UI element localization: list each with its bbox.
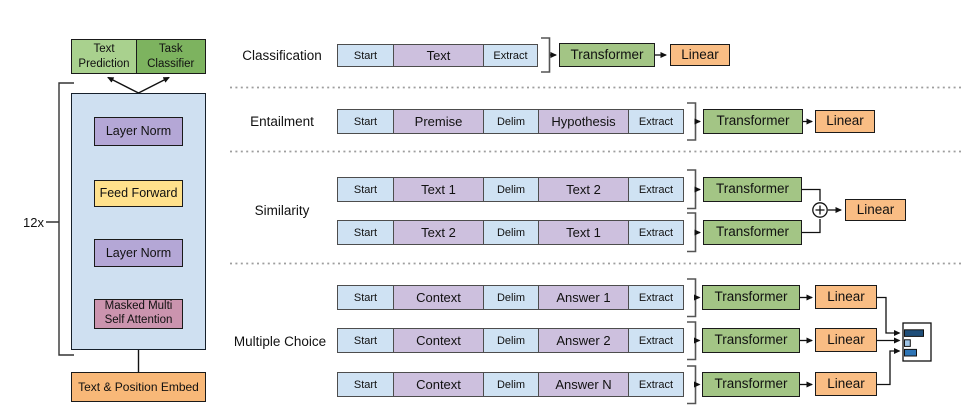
token-answerN: Answer N (538, 372, 629, 397)
linear-box: Linear (815, 110, 875, 133)
token-delim: Delim (483, 109, 539, 134)
similarity-sum-icon (812, 202, 828, 218)
text-prediction-box: Text Prediction (71, 39, 137, 74)
token-start: Start (337, 44, 394, 67)
multiple-choice-token-row-1: Start Context Delim Answer 1 Extract (337, 285, 684, 310)
token-text2: Text 2 (393, 220, 484, 245)
linear-box: Linear (670, 44, 730, 66)
probability-bars-icon (902, 322, 932, 362)
token-hypothesis: Hypothesis (538, 109, 629, 134)
transformer-box: Transformer (703, 109, 803, 134)
token-text2: Text 2 (538, 177, 629, 202)
similarity-token-row-2: Start Text 2 Delim Text 1 Extract (337, 220, 684, 245)
linear-box: Linear (845, 199, 906, 221)
repeat-count-label: 12x (23, 215, 44, 230)
token-extract: Extract (483, 44, 538, 67)
flow-arrows (550, 52, 901, 388)
token-delim: Delim (483, 328, 539, 353)
output-heads: Text Prediction Task Classifier (71, 39, 206, 74)
linear-box: Linear (815, 372, 877, 396)
token-delim: Delim (483, 220, 539, 245)
token-start: Start (337, 109, 394, 134)
repeat-bracket (46, 82, 74, 356)
token-context: Context (393, 285, 484, 310)
token-context: Context (393, 328, 484, 353)
transformer-box: Transformer (702, 285, 800, 310)
token-text1: Text 1 (393, 177, 484, 202)
token-premise: Premise (393, 109, 484, 134)
task-classifier-box: Task Classifier (135, 39, 206, 74)
token-extract: Extract (628, 109, 684, 134)
token-extract: Extract (628, 328, 684, 353)
token-answer2: Answer 2 (538, 328, 629, 353)
token-context: Context (393, 372, 484, 397)
multiple-choice-token-row-3: Start Context Delim Answer N Extract (337, 372, 684, 397)
token-delim: Delim (483, 177, 539, 202)
layer-norm-bottom-box: Layer Norm (94, 239, 183, 267)
linear-box: Linear (815, 328, 877, 352)
transformer-box: Transformer (702, 372, 800, 397)
text-position-embed-box: Text & Position Embed (71, 372, 206, 402)
linear-box: Linear (815, 285, 877, 309)
feed-forward-box: Feed Forward (94, 180, 183, 207)
token-text1: Text 1 (538, 220, 629, 245)
token-start: Start (337, 285, 394, 310)
transformer-box: Transformer (559, 43, 655, 67)
token-start: Start (337, 177, 394, 202)
token-extract: Extract (628, 372, 684, 397)
layer-norm-top-box: Layer Norm (94, 117, 183, 146)
token-extract: Extract (628, 285, 684, 310)
masked-attention-box: Masked Multi Self Attention (94, 299, 183, 329)
entailment-token-row: Start Premise Delim Hypothesis Extract (337, 109, 684, 134)
transformer-box: Transformer (702, 328, 800, 353)
classification-token-row: Start Text Extract (337, 44, 538, 67)
task-label-classification: Classification (242, 48, 322, 63)
task-label-similarity: Similarity (254, 203, 310, 218)
token-start: Start (337, 372, 394, 397)
token-start: Start (337, 220, 394, 245)
task-label-entailment: Entailment (250, 114, 314, 129)
transformer-box: Transformer (703, 220, 802, 245)
similarity-token-row-1: Start Text 1 Delim Text 2 Extract (337, 177, 684, 202)
token-delim: Delim (483, 372, 539, 397)
token-text: Text (393, 44, 484, 67)
transformer-box: Transformer (703, 177, 802, 202)
multiple-choice-token-row-2: Start Context Delim Answer 2 Extract (337, 328, 684, 353)
token-delim: Delim (483, 285, 539, 310)
token-extract: Extract (628, 220, 684, 245)
token-start: Start (337, 328, 394, 353)
token-answer1: Answer 1 (538, 285, 629, 310)
token-extract: Extract (628, 177, 684, 202)
task-label-multiple-choice: Multiple Choice (233, 334, 327, 349)
